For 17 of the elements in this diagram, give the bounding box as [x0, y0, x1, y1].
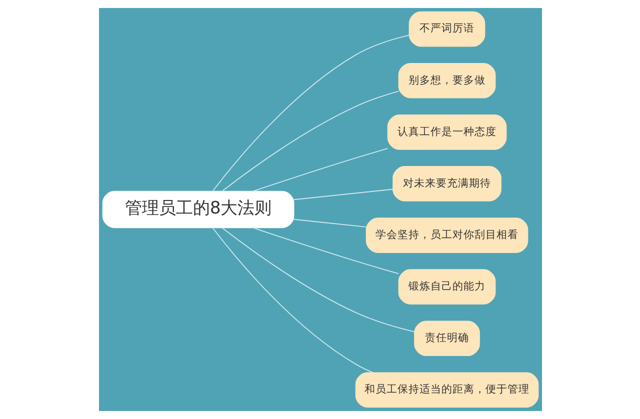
node-box: 学会坚持，员工对你刮目相看	[365, 218, 528, 253]
connector	[212, 34, 410, 192]
connector	[221, 90, 399, 192]
node-box: 锻炼自己的能力	[398, 269, 496, 304]
node-box: 认真工作是一种态度	[386, 114, 506, 150]
connector	[212, 227, 374, 374]
node-box: 责任明确	[414, 320, 480, 356]
connector	[221, 227, 414, 332]
node-box: 别多想，要多做	[398, 62, 496, 98]
connector	[292, 188, 393, 200]
node-box: 和员工保持适当的距离，便于管理	[354, 372, 538, 408]
connector	[252, 227, 399, 274]
connector	[252, 148, 388, 192]
node-box: 不严词厉语	[408, 11, 485, 47]
connector	[292, 218, 366, 228]
node-box: 对未来要充满期待	[392, 166, 501, 202]
node-box: 管理员工的8大法则	[102, 190, 294, 228]
